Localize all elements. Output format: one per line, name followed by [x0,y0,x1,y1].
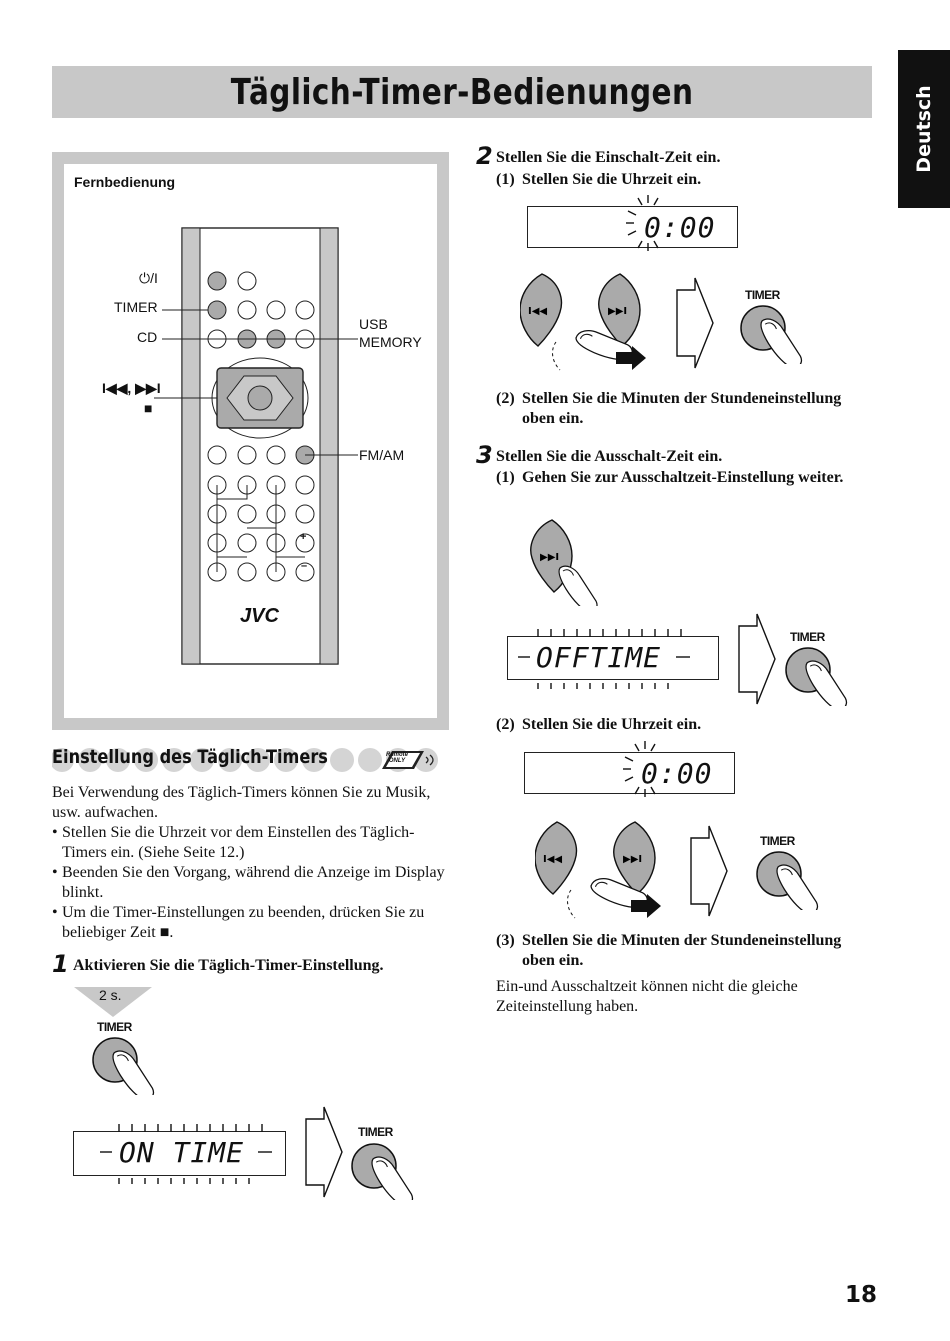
lcd-on-time-text: ON TIME [119,1136,245,1169]
lcd-offtime: OFFTIME [507,629,719,689]
remote-stop-label: ■ [144,400,153,416]
remote-control-drawing [154,227,358,665]
timer-button-press [740,305,803,364]
page-title-bar: Täglich-Timer-Bedienungen [52,66,872,118]
step3-sub1-number: (1) [496,469,515,486]
step2-sub2-text: Stellen Sie die Minuten der Stundeneinst… [522,390,842,427]
skip-buttons-press: I◀◀ ▶▶I [535,821,661,926]
hold-duration: 2 s. [99,987,122,1003]
bullet-text: Um die Timer-Einstellungen zu beenden, d… [62,904,425,941]
bullet-text: Stellen Sie die Uhrzeit vor dem Einstell… [62,824,415,861]
bullet-item: •Um die Timer-Einstellungen zu beenden, … [52,903,450,943]
remote-fmam-label: FM/AM [359,447,405,463]
step2-sub2-number: (2) [496,390,515,407]
remote-plus-label: + [300,531,307,543]
skip-buttons-press: I◀◀ ▶▶I [520,273,646,378]
remote-minus-label: – [301,560,308,572]
remote-timer-label: TIMER [114,299,158,315]
svg-text:▶▶I: ▶▶I [623,854,642,865]
svg-text:▶▶I: ▶▶I [608,306,627,317]
lcd-on-clock-text: 0:00 [644,211,716,244]
remote-illustration-panel: Fernbedienung [52,152,449,730]
timer-button-label: TIMER [760,834,795,848]
svg-text:I◀◀: I◀◀ [543,854,562,865]
step3-number: 3 [476,441,493,469]
language-tab: Deutsch [898,50,950,208]
blink-marks [100,1124,272,1184]
bullet-item: •Stellen Sie die Uhrzeit vor dem Einstel… [52,823,450,863]
timer-button-label: TIMER [358,1125,393,1139]
step3-sub2-text: Stellen Sie die Uhrzeit ein. [522,716,702,733]
section-heading: Einstellung des Täglich-Timers [52,746,328,768]
timer-button-label: TIMER [97,1020,132,1034]
section-heading-backdrop [52,748,438,772]
language-tab-label: Deutsch [913,85,935,173]
step1-text: Aktivieren Sie die Täglich-Timer-Einstel… [73,957,384,974]
remote-skip-label: I◀◀, ▶▶I [102,380,161,396]
step2-sub1-number: (1) [496,171,515,188]
timer-button-label: TIMER [790,630,825,644]
step3-text: Stellen Sie die Ausschalt-Zeit ein. [496,448,723,465]
remote-only-badge: Remote ONLY [386,752,409,764]
timer-button-label: TIMER [745,288,780,302]
bullet-text: Beenden Sie den Vorgang, während die Anz… [62,864,445,901]
blink-marks [518,629,690,689]
hold-arrow [74,987,152,1017]
remote-power-label: ⏻/I [139,270,158,286]
step2-text: Stellen Sie die Einschalt-Zeit ein. [496,149,721,166]
remote-memory-label: MEMORY [359,334,422,350]
step3-sub1-text: Gehen Sie zur Ausschaltzeit-Einstellung … [522,469,844,486]
lcd-offtime-text: OFFTIME [536,641,662,674]
bullet-item: •Beenden Sie den Vorgang, während die An… [52,863,450,903]
next-arrow [305,1106,343,1198]
next-arrow [738,613,776,705]
page-number: 18 [845,1282,878,1308]
step3-sub3-number: (3) [496,932,515,949]
step3-sub3-text: Stellen Sie die Minuten der Stundeneinst… [522,932,842,969]
bullet-list: •Stellen Sie die Uhrzeit vor dem Einstel… [52,823,450,943]
blink-marks [626,195,659,251]
remote-usb-label: USB [359,316,388,332]
svg-text:I◀◀: I◀◀ [528,306,547,317]
remote-panel-heading: Fernbedienung [74,174,176,190]
step2-sub1-text: Stellen Sie die Uhrzeit ein. [522,171,702,188]
next-arrow [676,277,714,369]
lcd-on-time: ON TIME [73,1124,286,1184]
step3-sub2-number: (2) [496,716,515,733]
lcd-on-clock: 0:00 [527,195,738,251]
lcd-off-clock-text: 0:00 [641,757,713,790]
step2-number: 2 [476,142,493,170]
timer-button-press [756,851,819,910]
timer-button-press [785,647,848,706]
step1-number: 1 [52,950,69,978]
blink-marks [623,741,656,797]
jvc-logo: JVC [240,605,279,627]
svg-text:▶▶I: ▶▶I [540,552,559,563]
skip-forward-press: ▶▶I [530,519,598,606]
remote-illustration-inner: Fernbedienung [64,164,437,718]
timer-button-press [92,1037,155,1095]
step3-note: Ein-und Ausschaltzeit können nicht die g… [496,978,798,1015]
page-title: Täglich-Timer-Bedienungen [230,71,694,113]
lcd-off-clock: 0:00 [524,741,735,797]
intro-paragraph: Bei Verwendung des Täglich-Timers können… [52,784,431,821]
timer-button-press [351,1143,414,1200]
next-arrow [690,825,728,917]
remote-cd-label: CD [137,329,158,345]
